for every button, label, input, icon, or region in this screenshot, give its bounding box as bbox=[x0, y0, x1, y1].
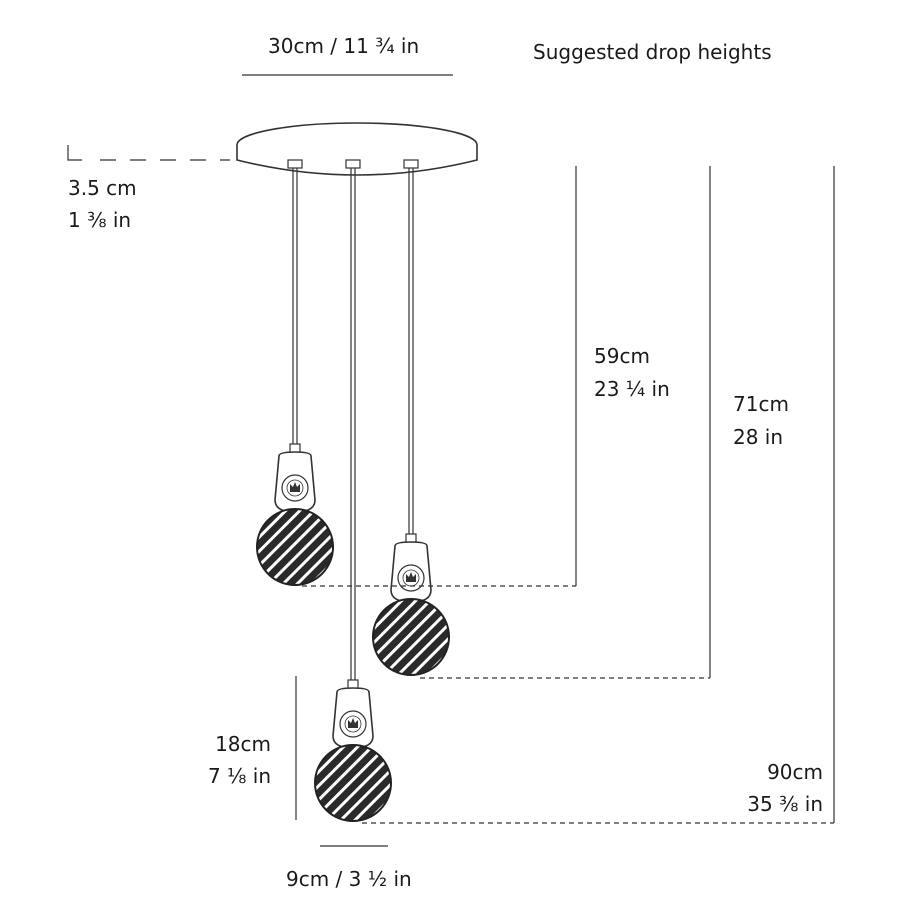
canopy-depth-cm-label: 3.5 cm bbox=[68, 176, 137, 200]
pendant-height-cm-label: 18cm bbox=[215, 732, 271, 756]
drop-short-cm-label: 59cm bbox=[594, 344, 650, 368]
pendant-height-in-label: 7 ⅛ in bbox=[207, 764, 271, 788]
drop-long-in-label: 35 ⅜ in bbox=[747, 792, 823, 816]
canopy-width-label: 30cm / 11 ¾ in bbox=[268, 34, 420, 58]
drop-guide-mid bbox=[420, 166, 711, 679]
drop-mid-cm-label: 71cm bbox=[733, 392, 789, 416]
drop-short-in-label: 23 ¼ in bbox=[594, 377, 670, 401]
cord-grips bbox=[287, 159, 419, 169]
canopy-depth-indicator bbox=[67, 145, 230, 161]
canopy-depth-in-label: 1 ⅜ in bbox=[68, 208, 132, 232]
drop-long-cm-label: 90cm bbox=[767, 760, 823, 784]
pendant-mid bbox=[372, 533, 450, 676]
drop-heights-heading: Suggested drop heights bbox=[533, 40, 772, 64]
drop-guide-short bbox=[302, 166, 577, 587]
pendant-long bbox=[314, 679, 392, 822]
drop-mid-in-label: 28 in bbox=[733, 425, 784, 449]
pendant-width-label: 9cm / 3 ½ in bbox=[286, 867, 412, 891]
pendant-cords bbox=[292, 168, 414, 680]
drop-guide-long bbox=[362, 166, 835, 824]
pendant-short bbox=[256, 443, 334, 586]
